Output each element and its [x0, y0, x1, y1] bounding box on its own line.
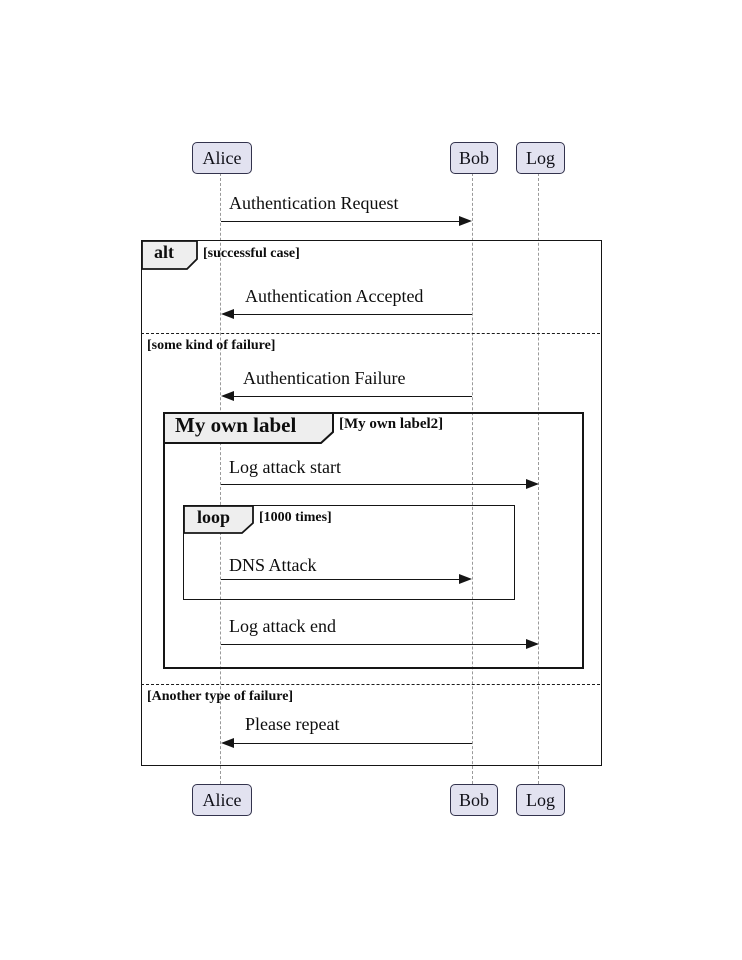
participant-alice-bottom: Alice — [192, 784, 252, 816]
group-fragment-frame — [163, 412, 584, 669]
arrowhead-right-icon — [526, 639, 539, 649]
alt-divider — [141, 333, 600, 334]
arrowhead-left-icon — [221, 309, 234, 319]
message-line — [226, 314, 472, 315]
alt-divider — [141, 684, 600, 685]
alt-fragment-frame — [141, 240, 602, 766]
participant-log-bottom: Log — [516, 784, 565, 816]
alt-condition-2: [some kind of failure] — [147, 338, 276, 353]
alt-fragment-label: alt — [154, 242, 174, 262]
message-line — [221, 221, 468, 222]
message-line — [221, 484, 534, 485]
loop-fragment-tab: loop — [183, 505, 255, 534]
message-line — [226, 396, 472, 397]
message-line — [221, 644, 534, 645]
loop-fragment-label: loop — [197, 507, 231, 527]
message-label: Authentication Request — [229, 193, 399, 213]
alt-fragment-tab: alt — [141, 240, 199, 270]
arrowhead-right-icon — [459, 216, 472, 226]
loop-fragment-frame — [183, 505, 515, 600]
message-line — [226, 743, 472, 744]
arrowhead-right-icon — [459, 574, 472, 584]
alt-condition-1: [successful case] — [203, 246, 300, 261]
message-label: Authentication Accepted — [245, 286, 424, 306]
message-label: DNS Attack — [229, 555, 317, 575]
participant-bob-top: Bob — [450, 142, 498, 174]
participant-alice-top: Alice — [192, 142, 252, 174]
message-label: Authentication Failure — [243, 368, 406, 388]
arrowhead-left-icon — [221, 738, 234, 748]
lifeline-log — [538, 173, 539, 784]
arrowhead-right-icon — [526, 479, 539, 489]
group-fragment-label: My own label — [175, 413, 297, 437]
group-fragment-tab: My own label — [163, 412, 335, 444]
group-condition: [My own label2] — [339, 416, 444, 432]
participant-bob-bottom: Bob — [450, 784, 498, 816]
message-line — [221, 579, 467, 580]
participant-log-top: Log — [516, 142, 565, 174]
lifeline-alice — [220, 173, 221, 784]
fragment-tab-shape-icon — [141, 240, 198, 270]
message-label: Log attack end — [229, 616, 336, 636]
fragment-tab-shape-icon — [183, 505, 254, 534]
arrowhead-left-icon — [221, 391, 234, 401]
message-label: Please repeat — [245, 714, 340, 734]
fragment-tab-shape-icon — [163, 412, 334, 444]
message-label: Log attack start — [229, 457, 341, 477]
lifeline-bob — [472, 173, 473, 784]
loop-condition: [1000 times] — [259, 510, 332, 525]
alt-condition-3: [Another type of failure] — [147, 689, 294, 704]
